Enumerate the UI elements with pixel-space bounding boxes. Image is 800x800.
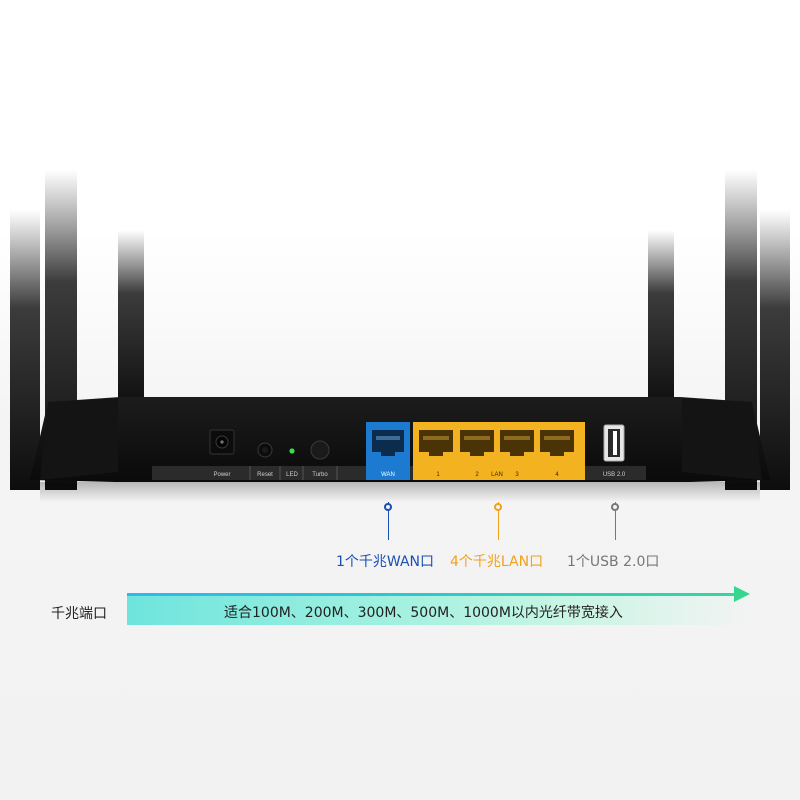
arrow-head-icon bbox=[734, 586, 750, 602]
wan-callout: 1个千兆WAN口 bbox=[336, 554, 435, 570]
antenna-left-outer bbox=[10, 210, 40, 490]
antenna-right-inner bbox=[648, 230, 674, 410]
bandwidth-text: 适合100M、200M、300M、500M、1000M以内光纤带宽接入 bbox=[224, 605, 623, 621]
gigabit-port-title: 千兆端口 bbox=[51, 606, 107, 622]
bandwidth-arrow-line bbox=[127, 593, 739, 596]
lan-port-4-label: 4 bbox=[555, 472, 559, 478]
turbo-button bbox=[310, 440, 330, 460]
lan-callout: 4个千兆LAN口 bbox=[450, 554, 544, 570]
lan-port-1 bbox=[419, 430, 453, 456]
lan-ports bbox=[413, 422, 585, 466]
usb-callout: 1个USB 2.0口 bbox=[567, 554, 660, 570]
reset-label: Reset bbox=[257, 472, 273, 478]
lan-connector-dot bbox=[494, 503, 502, 511]
lan-port-3 bbox=[500, 430, 534, 456]
wan-port bbox=[366, 422, 410, 466]
turbo-label: Turbo bbox=[312, 472, 328, 478]
lan-strip bbox=[413, 466, 585, 480]
wan-strip bbox=[366, 466, 410, 480]
usb-port bbox=[603, 424, 625, 462]
bandwidth-band bbox=[127, 595, 750, 625]
reset-button bbox=[257, 442, 273, 458]
router-wing-right bbox=[682, 398, 762, 480]
lan-port-4 bbox=[540, 430, 574, 456]
router-shadow bbox=[40, 482, 760, 502]
lan-connector-line bbox=[498, 502, 499, 540]
led-label: LED bbox=[286, 472, 298, 478]
usb-connector-dot bbox=[611, 503, 619, 511]
antenna-left-inner bbox=[118, 230, 144, 410]
lan-port-1-label: 1 bbox=[436, 472, 440, 478]
antenna-right-outer bbox=[760, 210, 790, 490]
led-indicator bbox=[289, 448, 295, 454]
router-wing-left bbox=[40, 398, 118, 480]
lan-port-3-label: 3 bbox=[515, 472, 519, 478]
power-jack bbox=[209, 429, 235, 455]
lan-port-2 bbox=[460, 430, 494, 456]
wan-connector-line bbox=[388, 502, 389, 540]
usb-connector-line bbox=[615, 502, 616, 540]
power-label: Power bbox=[213, 472, 230, 478]
usb-port-label: USB 2.0 bbox=[603, 472, 626, 478]
router-rear-view: Power Reset LED Turbo WAN 1 2 LAN 3 4 US… bbox=[10, 170, 790, 502]
lan-group-label: LAN bbox=[491, 472, 503, 478]
lan-port-2-label: 2 bbox=[475, 472, 479, 478]
wan-connector-dot bbox=[384, 503, 392, 511]
wan-port-label: WAN bbox=[381, 472, 395, 478]
